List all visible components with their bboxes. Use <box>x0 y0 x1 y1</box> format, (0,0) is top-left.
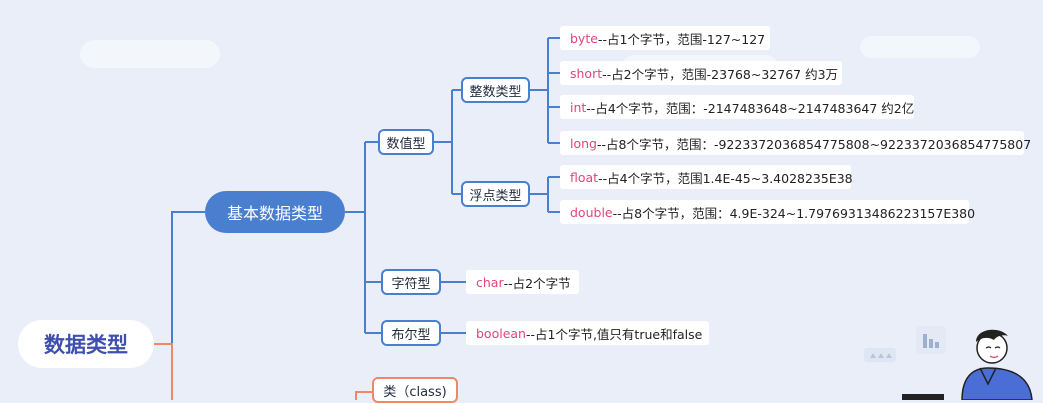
class-node[interactable]: 类（class) <box>372 377 458 403</box>
leaf-desc: --占4个字节，范围：-2147483648~2147483647 约2亿 <box>586 100 915 116</box>
class-label: 类（class) <box>383 384 447 400</box>
leaf-long[interactable]: long--占8个字节，范围：-9223372036854775808~9223… <box>560 131 1031 155</box>
leaf-keyword: boolean <box>476 325 526 341</box>
leaf-keyword: long <box>570 135 597 151</box>
leaf-keyword: char <box>476 274 504 290</box>
leaf-desc: --占1个字节,值只有true和false <box>525 326 703 342</box>
leaf-desc: --占2个字节 <box>503 275 571 291</box>
leaf-desc: --占4个字节，范围1.4E-45~3.4028235E38 <box>598 170 853 186</box>
leaf-int[interactable]: int--占4个字节，范围：-2147483648~2147483647 约2亿 <box>560 95 914 119</box>
root-label: 数据类型 <box>44 333 128 357</box>
cloud-decoration <box>860 36 980 58</box>
char-node[interactable]: 字符型 <box>381 269 441 295</box>
leaf-byte[interactable]: byte--占1个字节，范围-127~127 <box>560 26 770 50</box>
person-illustration <box>902 329 1033 400</box>
leaf-desc: --占1个字节，范围-127~127 <box>597 31 766 47</box>
leaf-desc: --占8个字节，范围：4.9E-324~1.79769313486223157E… <box>612 205 976 221</box>
slider-card-icon <box>864 348 896 362</box>
leaf-desc: --占2个字节，范围-23768~32767 约3万 <box>602 66 839 82</box>
leaf-short[interactable]: short--占2个字节，范围-23768~32767 约3万 <box>560 61 842 85</box>
leaf-keyword: int <box>570 99 587 115</box>
leaf-char[interactable]: char--占2个字节 <box>466 270 579 294</box>
leaf-keyword: float <box>570 169 599 185</box>
leaf-keyword: short <box>570 65 603 81</box>
leaf-boolean[interactable]: boolean--占1个字节,值只有true和false <box>466 321 709 345</box>
basic-types-label: 基本数据类型 <box>226 204 323 223</box>
root-node[interactable]: 数据类型 <box>18 320 154 368</box>
char-label: 字符型 <box>391 276 431 292</box>
integer-node[interactable]: 整数类型 <box>461 77 530 103</box>
boolean-label: 布尔型 <box>391 327 431 343</box>
float-node[interactable]: 浮点类型 <box>461 181 530 207</box>
leaf-keyword: byte <box>570 30 598 46</box>
leaf-double[interactable]: double--占8个字节，范围：4.9E-324~1.797693134862… <box>560 200 975 224</box>
leaf-keyword: double <box>570 204 613 220</box>
boolean-node[interactable]: 布尔型 <box>381 320 441 346</box>
numeric-label: 数值型 <box>386 136 426 152</box>
cloud-decoration <box>80 40 220 68</box>
leaf-float[interactable]: float--占4个字节，范围1.4E-45~3.4028235E38 <box>560 165 853 189</box>
basic-types-node[interactable]: 基本数据类型 <box>205 191 345 233</box>
leaf-desc: --占8个字节，范围：-9223372036854775808~92233720… <box>596 136 1032 152</box>
bar-chart-icon <box>916 326 946 354</box>
numeric-node[interactable]: 数值型 <box>378 129 434 155</box>
float-label: 浮点类型 <box>469 188 522 204</box>
integer-label: 整数类型 <box>469 84 522 100</box>
